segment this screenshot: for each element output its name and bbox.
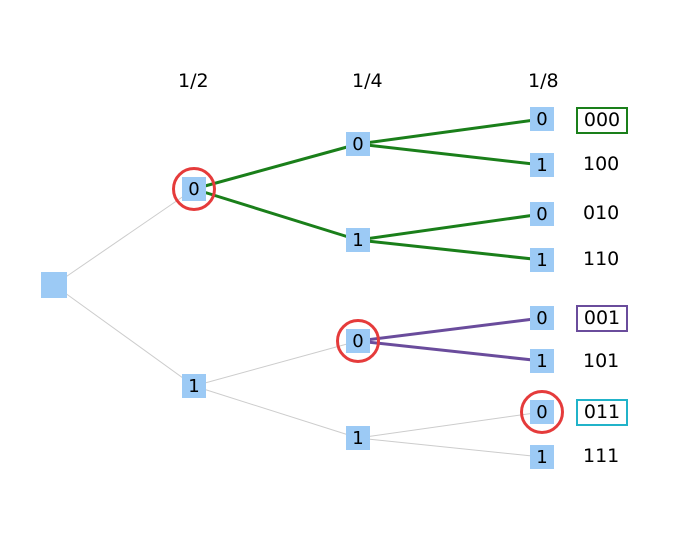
tree-node-l2-d: 1 [346,426,370,450]
level-label-quarter: 1/4 [352,70,383,92]
tree-node-l3-d: 1 [530,248,554,272]
edge-root-l1bot [53,284,195,387]
tree-node-l3-e: 0 [530,306,554,330]
tree-node-l3-h: 1 [530,445,554,469]
edge-l2c-l3f [357,339,543,363]
tree-node-l3-f: 1 [530,349,554,373]
root-node [41,272,67,298]
edge-l1top-l2a [193,142,359,191]
tree-node-l2-b: 1 [346,228,370,252]
edge-l2d-l3h [357,437,543,458]
edge-l1top-l2b [193,187,359,242]
level-label-eighth: 1/8 [528,70,559,92]
edge-l2b-l3d [357,238,543,262]
code-label-101: 101 [583,350,620,372]
tree-node-l1-bottom: 1 [182,374,206,398]
code-label-000: 000 [576,107,628,134]
level-label-half: 1/2 [178,70,209,92]
code-label-010: 010 [583,202,620,224]
code-label-001: 001 [576,305,628,332]
edge-l2a-l3a [357,117,543,146]
edge-l2c-l3e [357,316,543,343]
code-label-111: 111 [583,445,620,467]
code-label-110: 110 [583,248,620,270]
edge-l2a-l3b [357,142,543,167]
edge-l1bot-l2c [193,340,359,387]
edge-l2d-l3g [357,411,543,439]
code-label-011: 011 [576,399,628,426]
tree-node-l2-c: 0 [346,329,370,353]
tree-node-l3-c: 0 [530,202,554,226]
tree-node-l3-g: 0 [530,400,554,424]
tree-node-l3-a: 0 [530,107,554,131]
code-label-100: 100 [583,153,620,175]
tree-node-l1-top: 0 [182,177,206,201]
tree-node-l3-b: 1 [530,153,554,177]
edge-l2b-l3c [357,212,543,242]
edge-l1bot-l2d [193,385,359,439]
tree-node-l2-a: 0 [346,132,370,156]
edge-root-l1top [53,188,195,286]
